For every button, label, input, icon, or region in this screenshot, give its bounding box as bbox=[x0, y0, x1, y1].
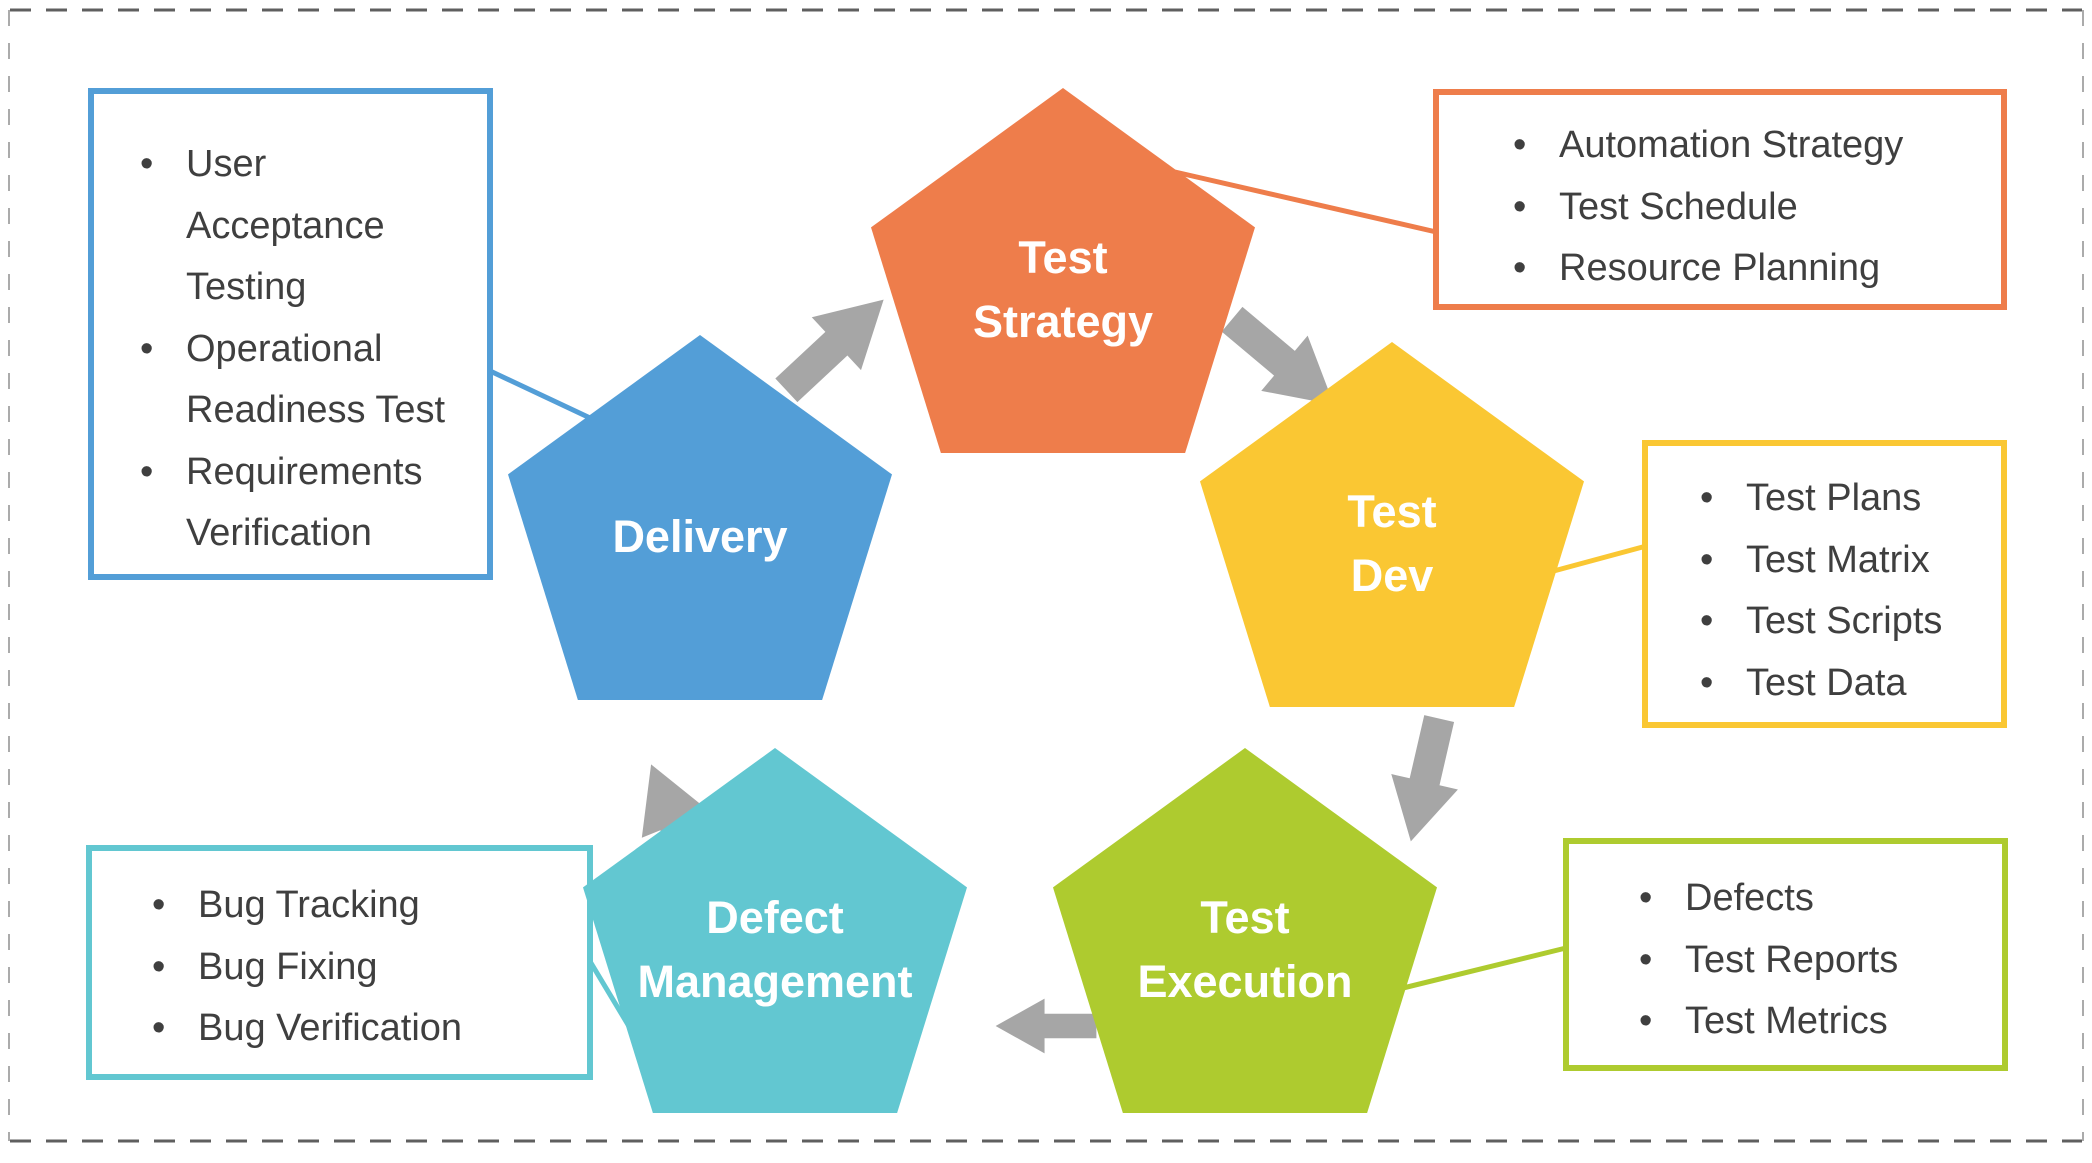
stage-label-line: Defect bbox=[706, 891, 844, 943]
connector-strategy bbox=[1174, 169, 1446, 237]
list-item: Bug Tracking bbox=[140, 875, 577, 937]
list-item: Test Metrics bbox=[1627, 991, 1992, 1053]
callout-execution-list: Defects Test Reports Test Metrics bbox=[1627, 868, 1992, 1053]
arrow-strategy-to-dev bbox=[1221, 306, 1334, 405]
list-item: Test Scripts bbox=[1688, 591, 1991, 653]
callout-defect-list: Bug Tracking Bug Fixing Bug Verification bbox=[140, 875, 577, 1060]
stage-label-line: Test bbox=[1347, 485, 1437, 537]
callout-test-strategy: Automation Strategy Test Schedule Resour… bbox=[1433, 89, 2007, 310]
connector-dev bbox=[1549, 542, 1651, 575]
callout-delivery: User Acceptance Testing Operational Read… bbox=[88, 88, 493, 580]
callout-test-dev: Test Plans Test Matrix Test Scripts Test… bbox=[1642, 440, 2007, 728]
list-item: Test Data bbox=[1688, 653, 1991, 715]
list-item: Test Plans bbox=[1688, 468, 1991, 530]
stage-label-line: Test bbox=[1018, 231, 1108, 283]
callout-delivery-list: User Acceptance Testing Operational Read… bbox=[128, 134, 463, 565]
connector-execution bbox=[1394, 944, 1571, 993]
stage-label-line: Management bbox=[637, 955, 913, 1007]
list-item: Test Matrix bbox=[1688, 530, 1991, 592]
arrow-delivery-to-strategy bbox=[775, 299, 884, 403]
callout-test-execution: Defects Test Reports Test Metrics bbox=[1563, 838, 2008, 1071]
list-item: Bug Verification bbox=[140, 998, 577, 1060]
list-item: Resource Planning bbox=[1501, 238, 1981, 300]
list-item: Test Reports bbox=[1627, 930, 1992, 992]
list-item: User Acceptance Testing bbox=[128, 134, 463, 319]
stage-label-line: Strategy bbox=[972, 295, 1154, 347]
stage-label-line: Dev bbox=[1350, 549, 1434, 601]
list-item: Requirements Verification bbox=[128, 442, 463, 565]
list-item: Defects bbox=[1627, 868, 1992, 930]
list-item: Bug Fixing bbox=[140, 937, 577, 999]
stage-label-line: Test bbox=[1200, 891, 1290, 943]
list-item: Operational Readiness Test bbox=[128, 319, 463, 442]
connector-delivery bbox=[486, 367, 607, 428]
arrow-execution-to-defect bbox=[995, 998, 1097, 1054]
callout-defect-management: Bug Tracking Bug Fixing Bug Verification bbox=[86, 845, 593, 1080]
list-item: Test Schedule bbox=[1501, 177, 1981, 239]
callout-dev-list: Test Plans Test Matrix Test Scripts Test… bbox=[1688, 468, 1991, 714]
list-item: Automation Strategy bbox=[1501, 115, 1981, 177]
arrow-dev-to-execution bbox=[1391, 715, 1458, 842]
callout-strategy-list: Automation Strategy Test Schedule Resour… bbox=[1501, 115, 1981, 300]
stage-label-line: Execution bbox=[1137, 955, 1353, 1007]
stage-label-line: Delivery bbox=[612, 510, 788, 562]
